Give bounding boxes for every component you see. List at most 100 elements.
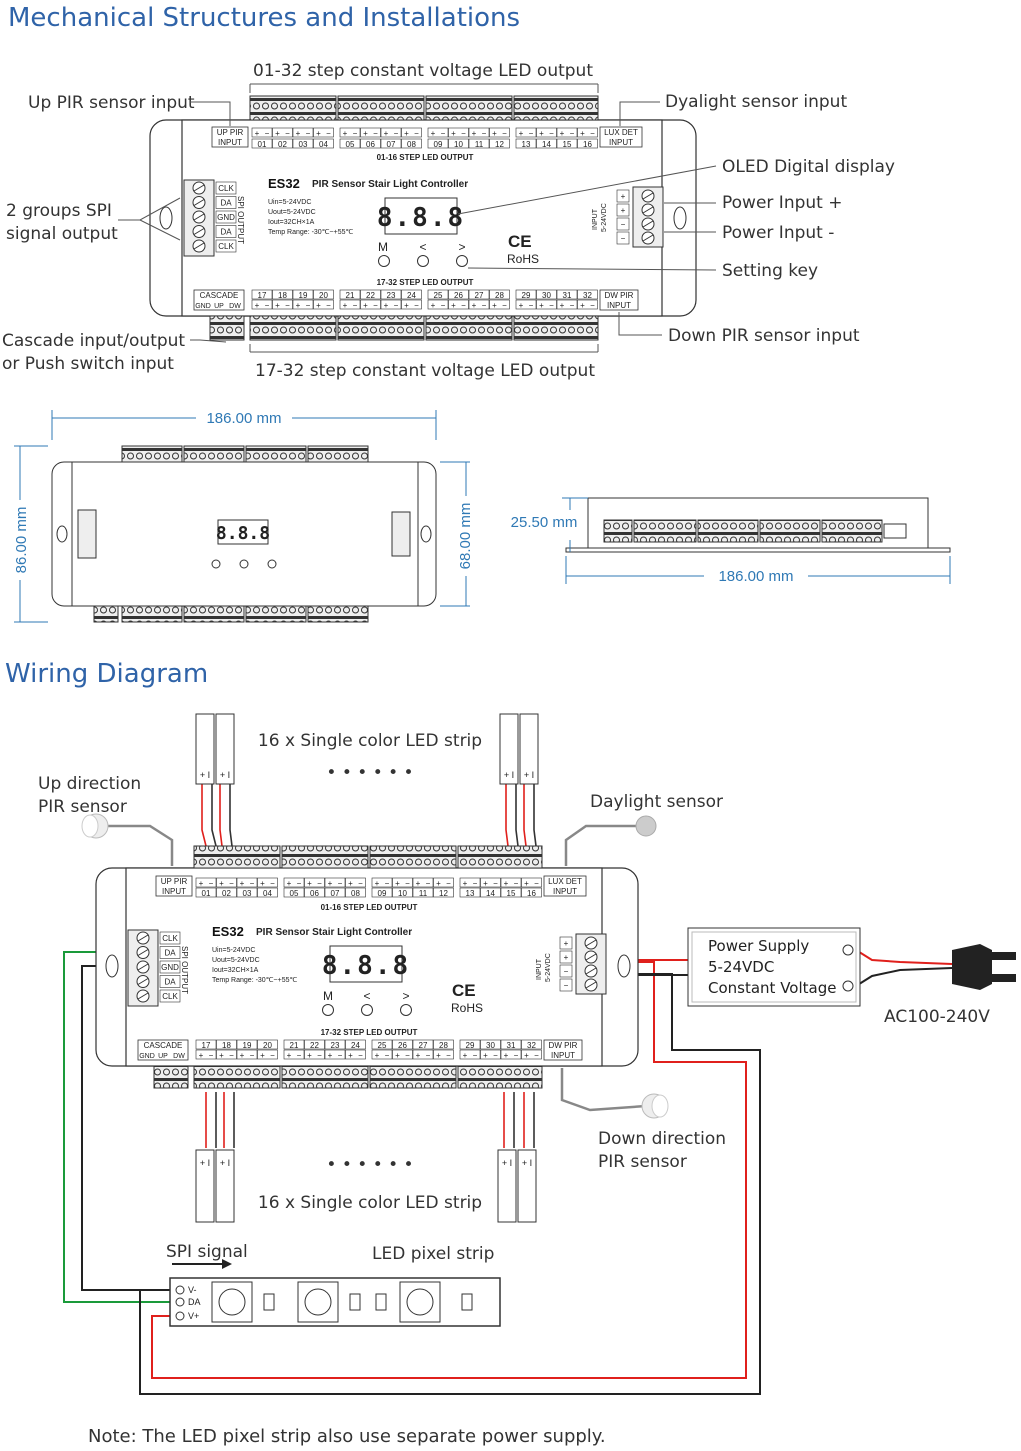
top-output-caption: 01-16 STEP LED OUTPUT — [377, 153, 474, 162]
svg-text:+: + — [416, 879, 421, 888]
svg-text:−: − — [353, 129, 358, 138]
key-m[interactable] — [378, 255, 390, 267]
svg-text:>: > — [458, 240, 465, 254]
channel-label: 10 — [398, 889, 407, 898]
svg-text:+: + — [524, 879, 529, 888]
svg-text:−: − — [338, 1051, 343, 1060]
svg-text:+: + — [539, 129, 544, 138]
channel-label: 04 — [263, 889, 272, 898]
svg-text:INPUT: INPUT — [218, 138, 242, 147]
dimension-side-view: 25.50 mm 186.00 mm — [511, 497, 951, 585]
channel-label: 20 — [319, 291, 328, 300]
svg-text:−: − — [297, 879, 302, 888]
svg-text:−: − — [502, 301, 507, 310]
svg-text:−: − — [229, 879, 234, 888]
svg-text:Temp Range: -30℃~+55℃: Temp Range: -30℃~+55℃ — [268, 229, 354, 236]
callout-up-pir: Up PIR sensor input — [28, 93, 195, 113]
svg-text:+: + — [348, 1051, 353, 1060]
svg-text:+: + — [363, 129, 368, 138]
svg-text:+: + — [564, 953, 569, 962]
spi-pin-label: DA — [164, 949, 176, 958]
svg-text:+: + — [621, 192, 626, 201]
top-channel-labels: 01+−02+−03+−04+−05+−06+−07+−08+−09+−10+−… — [251, 127, 598, 149]
svg-text:Power Supply: Power Supply — [708, 937, 809, 955]
svg-text:−: − — [414, 129, 419, 138]
svg-text:UP PIR: UP PIR — [161, 877, 188, 886]
channel-label: 26 — [454, 291, 463, 300]
spi-pin-label: CLK — [162, 992, 178, 1001]
callout-down-pir: Down PIR sensor input — [668, 326, 860, 346]
svg-text:−: − — [326, 301, 331, 310]
callout-cascade-1: Cascade input/output — [2, 331, 185, 351]
channel-label: 04 — [319, 140, 328, 149]
channel-label: 29 — [466, 1041, 475, 1050]
svg-text:+: + — [343, 129, 348, 138]
dots-top: • • • • • • — [326, 763, 413, 783]
dimension-top-view: 8.8.8 — [51, 445, 437, 623]
channel-label: 31 — [563, 291, 572, 300]
svg-text:−: − — [270, 879, 275, 888]
svg-text:+: + — [307, 879, 312, 888]
svg-text:+: + — [451, 129, 456, 138]
svg-text:+: + — [384, 129, 389, 138]
strip-top-label: 16 x Single color LED strip — [258, 731, 482, 751]
channel-label: 17 — [258, 291, 267, 300]
svg-text:+: + — [451, 301, 456, 310]
svg-text:−: − — [250, 879, 255, 888]
callout-bottom-output: 17-32 step constant voltage LED output — [255, 361, 595, 381]
svg-text:−: − — [373, 129, 378, 138]
callout-oled: OLED Digital display — [722, 157, 895, 177]
controller-wiring-view: UP PIR INPUT LUX DET INPUT 01+−02+−03+−0… — [95, 845, 639, 1089]
svg-text:5-24VDC: 5-24VDC — [545, 953, 552, 982]
callout-spi-1: 2 groups SPI — [6, 201, 112, 221]
svg-text:−: − — [405, 879, 410, 888]
svg-text:+: + — [416, 1051, 421, 1060]
channel-label: 16 — [583, 140, 592, 149]
key-left[interactable] — [417, 255, 429, 267]
svg-text:+: + — [564, 939, 569, 948]
svg-text:−: − — [514, 879, 519, 888]
svg-text:−: − — [270, 1051, 275, 1060]
heading-wiring: Wiring Diagram — [5, 659, 208, 689]
svg-text:−: − — [564, 967, 569, 976]
bottom-channel-labels: 17+−18+−19+−20+−21+−22+−23+−24+−25+−26+−… — [251, 289, 598, 310]
dim-side-height: 25.50 mm — [511, 514, 578, 531]
spi-pin-label: CLK — [218, 184, 234, 193]
down-pir-sensor — [641, 1093, 669, 1119]
svg-text:−: − — [621, 220, 626, 229]
svg-text:−: − — [534, 1051, 539, 1060]
svg-text:+: + — [431, 129, 436, 138]
svg-text:Uout=5-24VDC: Uout=5-24VDC — [212, 957, 260, 964]
channel-label: 23 — [331, 1041, 340, 1050]
svg-text:−: − — [209, 879, 214, 888]
svg-text:+: + — [240, 879, 245, 888]
key-right[interactable] — [456, 255, 468, 267]
channel-label: 02 — [278, 140, 287, 149]
channel-label: 16 — [527, 889, 536, 898]
svg-text:Uin=5-24VDC: Uin=5-24VDC — [212, 947, 255, 954]
svg-text:+ I: + I — [504, 770, 514, 780]
svg-text:>: > — [402, 989, 409, 1003]
svg-text:+: + — [275, 129, 280, 138]
svg-text:−: − — [502, 129, 507, 138]
svg-text:+: + — [404, 129, 409, 138]
channel-label: 09 — [434, 140, 443, 149]
svg-text:−: − — [373, 301, 378, 310]
svg-text:LUX DET: LUX DET — [548, 877, 582, 886]
svg-text:+: + — [375, 1051, 380, 1060]
callout-cascade-2: or Push switch input — [2, 354, 174, 374]
oled-display — [384, 197, 458, 235]
svg-text:Uin=5-24VDC: Uin=5-24VDC — [268, 199, 311, 206]
channel-label: 05 — [290, 889, 299, 898]
channel-label: 11 — [475, 140, 484, 149]
channel-label: 13 — [522, 140, 531, 149]
dim-height-inner: 68.00 mm — [457, 503, 474, 570]
channel-label: 24 — [407, 291, 416, 300]
svg-text:UP: UP — [158, 1053, 168, 1060]
daylight-sensor-label: Daylight sensor — [590, 792, 723, 812]
svg-text:−: − — [529, 129, 534, 138]
svg-text:+: + — [524, 1051, 529, 1060]
model-label: ES32 — [268, 176, 300, 191]
svg-text:−: − — [473, 879, 478, 888]
